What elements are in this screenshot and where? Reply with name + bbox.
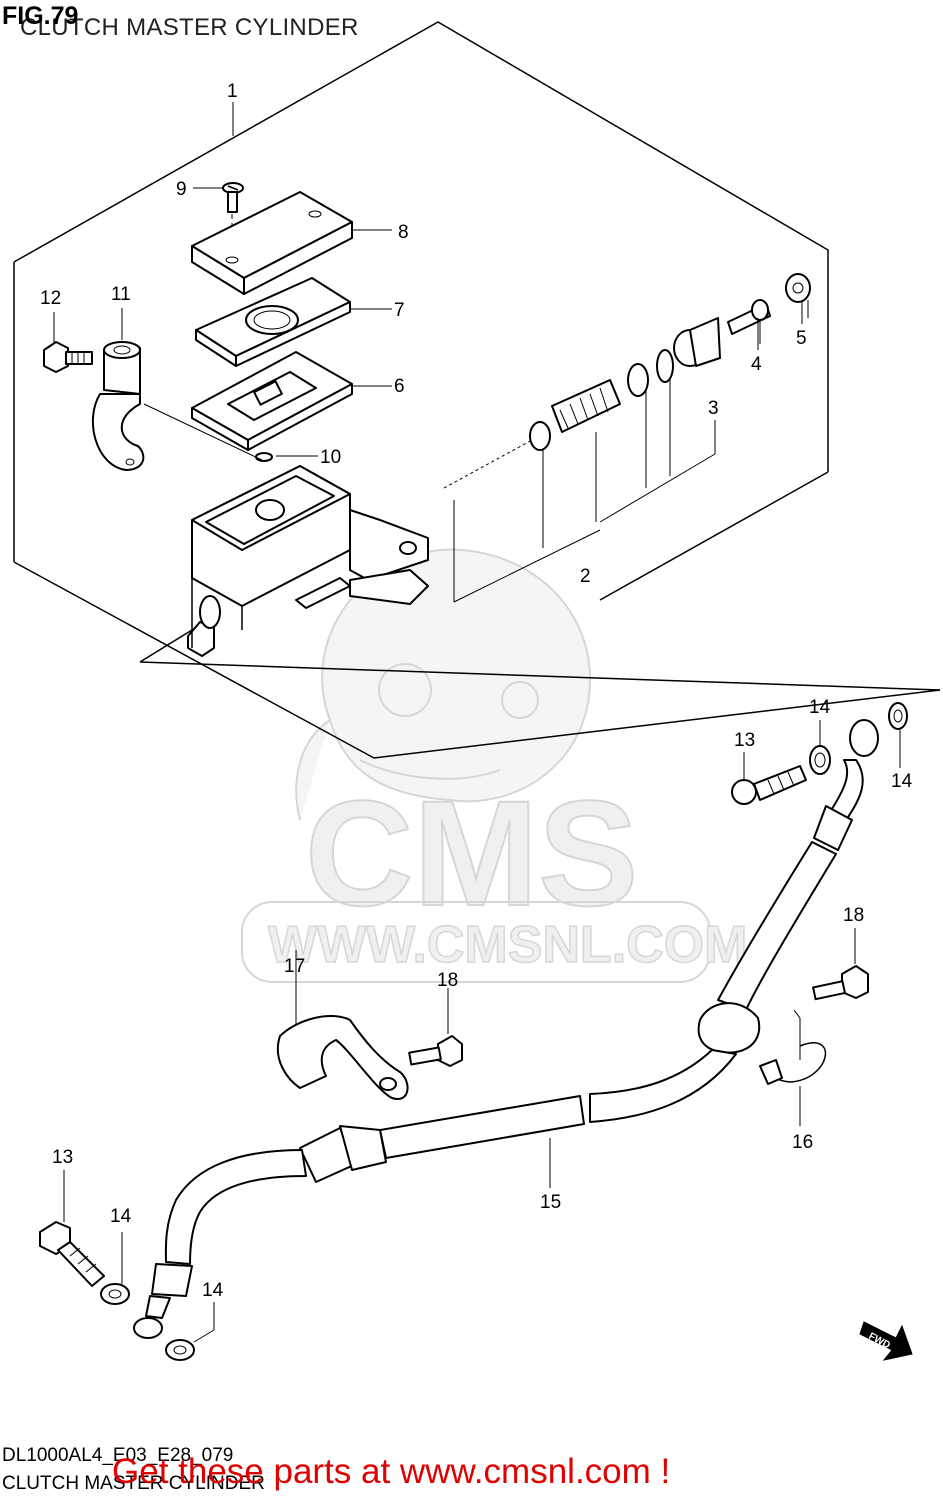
part-13-banjo-bolt-lower [39,1170,105,1287]
watermark-brand: CMS [305,769,638,937]
part-12-bolt [43,341,93,373]
callout-2: 2 [580,566,591,587]
leader-lines [53,102,901,780]
assembly-outline [13,21,941,759]
callout-14-upper-right: 14 [891,771,913,792]
part-8-cap [191,191,353,295]
part-14-washer-lower-b [165,1302,215,1361]
part-10-oring [255,452,273,462]
callout-15: 15 [540,1192,561,1213]
callout-17: 17 [284,956,305,977]
callout-3: 3 [708,398,719,419]
diagram-code: DL1000AL4_E03_E28_079 [2,1445,234,1466]
watermark: CMS WWW.CMSNL.COM [241,548,748,983]
part-16-clip [759,1009,827,1126]
part-2-piston-set [443,317,721,603]
figure-label: FIG.79 [2,2,79,30]
callout-11: 11 [111,284,131,305]
callout-18-right: 18 [843,905,864,926]
callout-14-upper-left: 14 [809,697,831,718]
part-11-holder [91,341,263,471]
callout-8: 8 [398,222,409,243]
callout-12: 12 [40,288,61,309]
part-14-washer-lower-a [100,1232,130,1305]
part-18-bolt-right [812,928,869,1001]
master-cylinder-body [187,465,429,657]
watermark-frame [241,901,711,983]
callout-16: 16 [792,1132,813,1153]
part-7-diaphragm-plate [195,277,351,367]
part-17-clamp [276,950,409,1101]
callout-numbers: 1 2 3 4 5 6 7 8 9 10 11 12 13 13 14 14 1… [40,81,913,1301]
callout-1: 1 [227,81,238,102]
promo-link[interactable]: Get these parts at www.cmsnl.com ! [112,1452,671,1491]
watermark-url: WWW.CMSNL.COM [268,916,747,974]
part-14-washer-upper-a [809,745,831,775]
part-4-pushrod [727,299,771,344]
callout-10: 10 [320,447,341,468]
callout-7: 7 [394,300,405,321]
watermark-mascot [295,548,592,821]
callout-14-lower-b: 14 [202,1280,224,1301]
callout-13-upper: 13 [734,730,755,751]
part-14-washer-upper-b [888,702,908,730]
callout-9: 9 [176,179,187,200]
callout-4: 4 [751,354,762,375]
part-13-banjo-bolt-upper [731,765,807,805]
callout-14-lower-a: 14 [110,1206,132,1227]
fwd-arrow-icon: FWD [859,1321,913,1361]
callout-6: 6 [394,376,405,397]
callout-13-lower: 13 [52,1147,73,1168]
part-6-diaphragm [191,351,353,451]
part-18-bolt-middle [408,988,463,1067]
figure-subtitle: CLUTCH MASTER CYLINDER [20,14,359,41]
callout-5: 5 [796,328,807,349]
callout-18-middle: 18 [437,970,458,991]
footer-title: CLUTCH MASTER CYLINDER [2,1473,265,1494]
part-15-clutch-hose [133,719,879,1339]
part-5-cap-end [785,273,811,318]
